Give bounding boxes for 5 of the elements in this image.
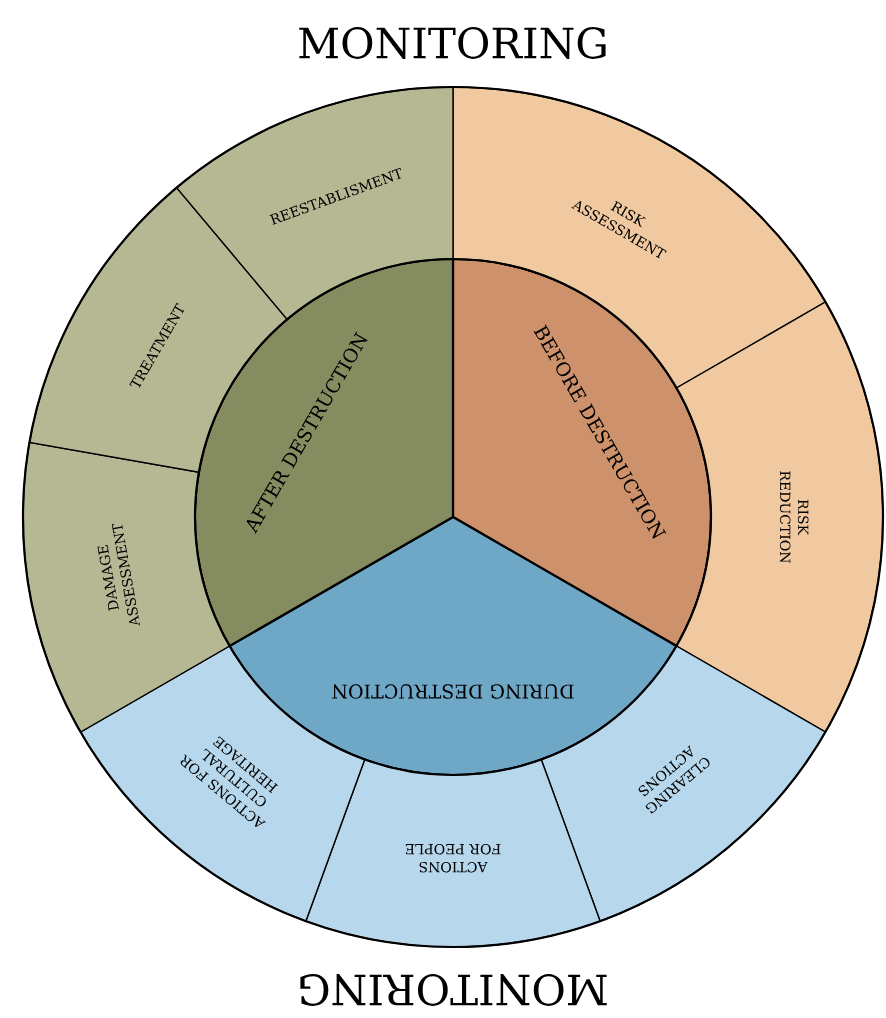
ring-title: MONITORING — [300, 974, 607, 1006]
outer-sector: ACTIONS FOR PEOPLE — [305, 758, 601, 948]
ring-title: MONITORING — [299, 27, 606, 59]
outer-sector: RISK REDUCTION — [675, 301, 884, 733]
node-label: RISK REDUCTION — [779, 471, 809, 563]
